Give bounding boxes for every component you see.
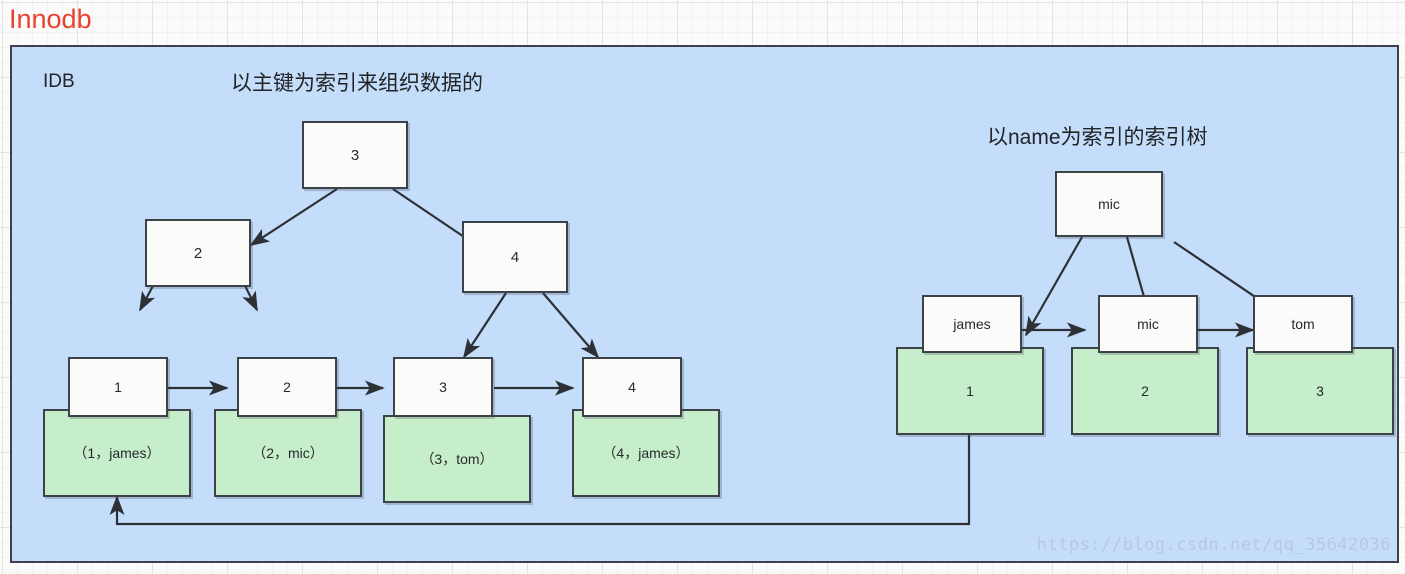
connector-layer bbox=[109, 188, 1309, 526]
clustered-leaf-data-4[interactable]: （4，james） bbox=[572, 409, 720, 497]
secondary-leaf-data-3[interactable]: 3 bbox=[1246, 347, 1394, 435]
secondary-leaf-data-label-1: 1 bbox=[966, 383, 974, 399]
panel-label-idb: IDB bbox=[43, 71, 75, 92]
watermark: https://blog.csdn.net/qq_35642036 bbox=[1036, 535, 1391, 555]
secondary-root-node[interactable]: mic bbox=[1055, 171, 1163, 237]
clustered-leaf-key-3[interactable]: 3 bbox=[393, 357, 493, 417]
clustered-leaf-data-3[interactable]: （3，tom） bbox=[383, 415, 531, 503]
clustered-leaf-data-2[interactable]: （2，mic） bbox=[214, 409, 362, 497]
clustered-internal-node-2[interactable]: 2 bbox=[145, 219, 251, 287]
clustered-leaf-data-label-3: （3，tom） bbox=[420, 451, 494, 467]
clustered-internal-node-4[interactable]: 4 bbox=[462, 221, 568, 293]
clustered-leaf-key-4[interactable]: 4 bbox=[582, 357, 682, 417]
secondary-leaf-data-label-2: 2 bbox=[1141, 383, 1149, 399]
clustered-leaf-key-label-2: 2 bbox=[283, 379, 291, 395]
secondary-leaf-key-label-tom: tom bbox=[1291, 316, 1315, 332]
clustered-leaf-data-label-1: （1，james） bbox=[73, 445, 161, 461]
page-title: Innodb bbox=[9, 4, 92, 34]
clustered-leaf-data-label-4: （4，james） bbox=[602, 445, 690, 461]
secondary-leaf-key-label-mic: mic bbox=[1137, 316, 1159, 332]
secondary-leaf-key-label-james: james bbox=[953, 316, 991, 332]
secondary-leaf-data-label-3: 3 bbox=[1316, 383, 1324, 399]
clustered-leaf-key-label-1: 1 bbox=[114, 379, 122, 395]
clustered-internal-label-2: 2 bbox=[193, 244, 203, 262]
innodb-panel: IDB 以主键为索引来组织数据的 以name为索引的索引树 3 2 4 1 2 … bbox=[10, 45, 1399, 563]
secondary-root-label: mic bbox=[1098, 196, 1120, 212]
secondary-index-caption: 以name为索引的索引树 bbox=[987, 126, 1208, 149]
secondary-leaf-key-mic[interactable]: mic bbox=[1098, 295, 1198, 353]
secondary-leaf-key-tom[interactable]: tom bbox=[1253, 295, 1353, 353]
clustered-leaf-key-label-3: 3 bbox=[439, 379, 447, 395]
clustered-leaf-key-1[interactable]: 1 bbox=[68, 357, 168, 417]
secondary-leaf-data-2[interactable]: 2 bbox=[1071, 347, 1219, 435]
secondary-leaf-data-1[interactable]: 1 bbox=[896, 347, 1044, 435]
secondary-leaf-key-james[interactable]: james bbox=[922, 295, 1022, 353]
clustered-root-node[interactable]: 3 bbox=[302, 121, 408, 189]
clustered-leaf-key-2[interactable]: 2 bbox=[237, 357, 337, 417]
clustered-leaf-data-label-2: （2，mic） bbox=[252, 445, 324, 461]
clustered-leaf-key-label-4: 4 bbox=[628, 379, 636, 395]
clustered-root-label: 3 bbox=[350, 146, 360, 164]
clustered-index-caption: 以主键为索引来组织数据的 bbox=[231, 72, 483, 95]
clustered-leaf-data-1[interactable]: （1，james） bbox=[43, 409, 191, 497]
clustered-internal-label-4: 4 bbox=[510, 248, 520, 266]
